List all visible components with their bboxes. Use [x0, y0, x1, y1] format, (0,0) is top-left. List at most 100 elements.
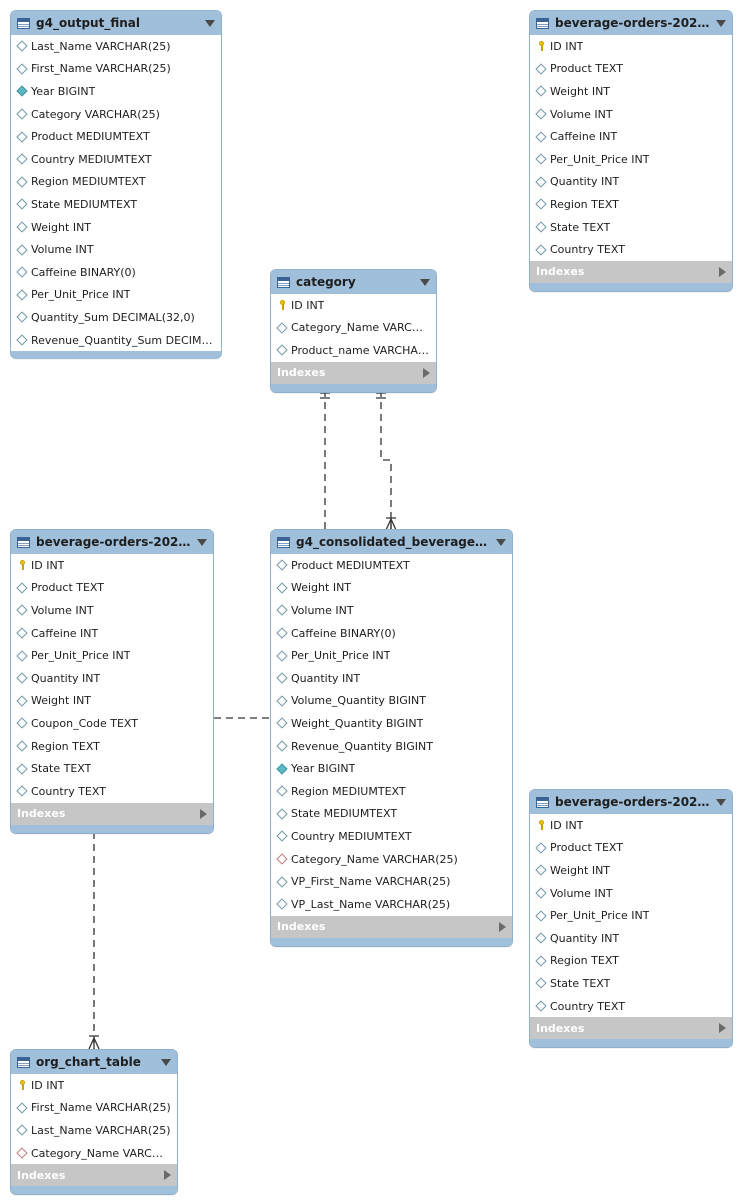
column-row[interactable]: VP_First_Name VARCHAR(25) [271, 870, 512, 893]
column-row[interactable]: Last_Name VARCHAR(25) [11, 35, 221, 58]
column-row[interactable]: Volume INT [530, 103, 732, 126]
column-row[interactable]: Year BIGINT [11, 80, 221, 103]
column-row[interactable]: Category_Name VARCHAR(2... [11, 1142, 177, 1165]
column-row[interactable]: State TEXT [530, 972, 732, 995]
indexes-section[interactable]: Indexes [271, 361, 436, 392]
column-row[interactable]: State MEDIUMTEXT [11, 193, 221, 216]
column-row[interactable]: Last_Name VARCHAR(25) [11, 1119, 177, 1142]
column-row[interactable]: Volume INT [271, 599, 512, 622]
column-row[interactable]: Revenue_Quantity BIGINT [271, 735, 512, 758]
table-g4_consolidated_beverage_data[interactable]: g4_consolidated_beverage_da...Product ME… [270, 529, 513, 947]
column-row[interactable]: Quantity INT [530, 171, 732, 194]
table-header[interactable]: g4_output_final [11, 11, 221, 35]
collapse-triangle-icon[interactable] [716, 798, 726, 806]
column-row[interactable]: Year BIGINT [271, 757, 512, 780]
column-row[interactable]: Weight_Quantity BIGINT [271, 712, 512, 735]
column-row[interactable]: State TEXT [530, 216, 732, 239]
column-row[interactable]: Country MEDIUMTEXT [11, 148, 221, 171]
indexes-section[interactable]: Indexes [11, 1164, 177, 1195]
column-row[interactable]: Region MEDIUMTEXT [11, 171, 221, 194]
column-row[interactable]: Category_Name VARCHAR(2... [271, 317, 436, 340]
column-row[interactable]: Country TEXT [530, 995, 732, 1018]
column-row[interactable]: Weight INT [530, 859, 732, 882]
column-row[interactable]: Volume INT [11, 599, 213, 622]
column-row[interactable]: Country TEXT [530, 238, 732, 261]
column-row[interactable]: Country MEDIUMTEXT [271, 825, 512, 848]
column-row[interactable]: Region TEXT [11, 735, 213, 758]
column-row[interactable]: Category_Name VARCHAR(25) [271, 848, 512, 871]
column-row[interactable]: Quantity INT [271, 667, 512, 690]
expand-triangle-icon[interactable] [499, 921, 506, 932]
column-row[interactable]: Region TEXT [530, 193, 732, 216]
column-row[interactable]: Weight INT [530, 80, 732, 103]
column-row[interactable]: Product TEXT [530, 58, 732, 81]
column-row[interactable]: Product MEDIUMTEXT [271, 554, 512, 577]
collapse-triangle-icon[interactable] [161, 1058, 171, 1066]
relationship-line-category-consolidated-b[interactable] [376, 390, 397, 531]
collapse-triangle-icon[interactable] [197, 538, 207, 546]
column-row[interactable]: ID INT [11, 1074, 177, 1097]
column-row[interactable]: Region MEDIUMTEXT [271, 780, 512, 803]
column-row[interactable]: Product_name VARCHAR(25) [271, 339, 436, 362]
indexes-section[interactable]: Indexes [11, 802, 213, 833]
table-header[interactable]: beverage-orders-2023 (... [530, 11, 732, 35]
column-row[interactable]: Caffeine INT [530, 125, 732, 148]
column-row[interactable]: Volume INT [11, 238, 221, 261]
column-row[interactable]: Revenue_Quantity_Sum DECIMAL(42,... [11, 329, 221, 352]
column-row[interactable]: ID INT [11, 554, 213, 577]
column-row[interactable]: Weight INT [11, 690, 213, 713]
column-row[interactable]: Caffeine BINARY(0) [271, 622, 512, 645]
column-row[interactable]: Product TEXT [11, 577, 213, 600]
indexes-section[interactable]: Indexes [271, 915, 512, 946]
column-row[interactable]: Quantity INT [11, 667, 213, 690]
expand-triangle-icon[interactable] [423, 367, 430, 378]
column-row[interactable]: Category VARCHAR(25) [11, 103, 221, 126]
expand-triangle-icon[interactable] [719, 266, 726, 277]
column-row[interactable]: VP_Last_Name VARCHAR(25) [271, 893, 512, 916]
column-row[interactable]: Per_Unit_Price INT [11, 644, 213, 667]
collapse-triangle-icon[interactable] [420, 278, 430, 286]
column-row[interactable]: Caffeine BINARY(0) [11, 261, 221, 284]
column-row[interactable]: Country TEXT [11, 780, 213, 803]
indexes-section[interactable]: Indexes [530, 260, 732, 291]
expand-triangle-icon[interactable] [200, 808, 207, 819]
expand-triangle-icon[interactable] [164, 1170, 171, 1181]
column-row[interactable]: Quantity INT [530, 927, 732, 950]
relationship-line-2022-orgchart[interactable] [88, 832, 100, 1050]
collapse-triangle-icon[interactable] [716, 19, 726, 27]
table-header[interactable]: g4_consolidated_beverage_da... [271, 530, 512, 554]
column-row[interactable]: Weight INT [11, 216, 221, 239]
column-row[interactable]: Volume_Quantity BIGINT [271, 690, 512, 713]
collapse-triangle-icon[interactable] [205, 19, 215, 27]
column-row[interactable]: ID INT [530, 35, 732, 58]
column-row[interactable]: Quantity_Sum DECIMAL(32,0) [11, 306, 221, 329]
indexes-section[interactable]: Indexes [530, 1017, 732, 1048]
column-row[interactable]: Coupon_Code TEXT [11, 712, 213, 735]
collapse-triangle-icon[interactable] [496, 538, 506, 546]
column-row[interactable]: Product TEXT [530, 837, 732, 860]
column-row[interactable]: Per_Unit_Price INT [530, 148, 732, 171]
column-row[interactable]: State MEDIUMTEXT [271, 803, 512, 826]
column-row[interactable]: Volume INT [530, 882, 732, 905]
column-row[interactable]: Per_Unit_Price INT [271, 644, 512, 667]
column-row[interactable]: Region TEXT [530, 950, 732, 973]
column-row[interactable]: State TEXT [11, 757, 213, 780]
column-row[interactable]: Per_Unit_Price INT [11, 284, 221, 307]
column-row[interactable]: Product MEDIUMTEXT [11, 125, 221, 148]
column-row[interactable]: ID INT [530, 814, 732, 837]
column-row[interactable]: Weight INT [271, 577, 512, 600]
column-row[interactable]: First_Name VARCHAR(25) [11, 58, 221, 81]
table-header[interactable]: org_chart_table [11, 1050, 177, 1074]
column-row[interactable]: First_Name VARCHAR(25) [11, 1097, 177, 1120]
relationship-line-category-consolidated-a[interactable] [320, 390, 330, 530]
column-row[interactable]: ID INT [271, 294, 436, 317]
column-row[interactable]: Caffeine INT [11, 622, 213, 645]
table-header[interactable]: beverage-orders-2021 (... [530, 790, 732, 814]
table-header[interactable]: beverage-orders-2022 (... [11, 530, 213, 554]
